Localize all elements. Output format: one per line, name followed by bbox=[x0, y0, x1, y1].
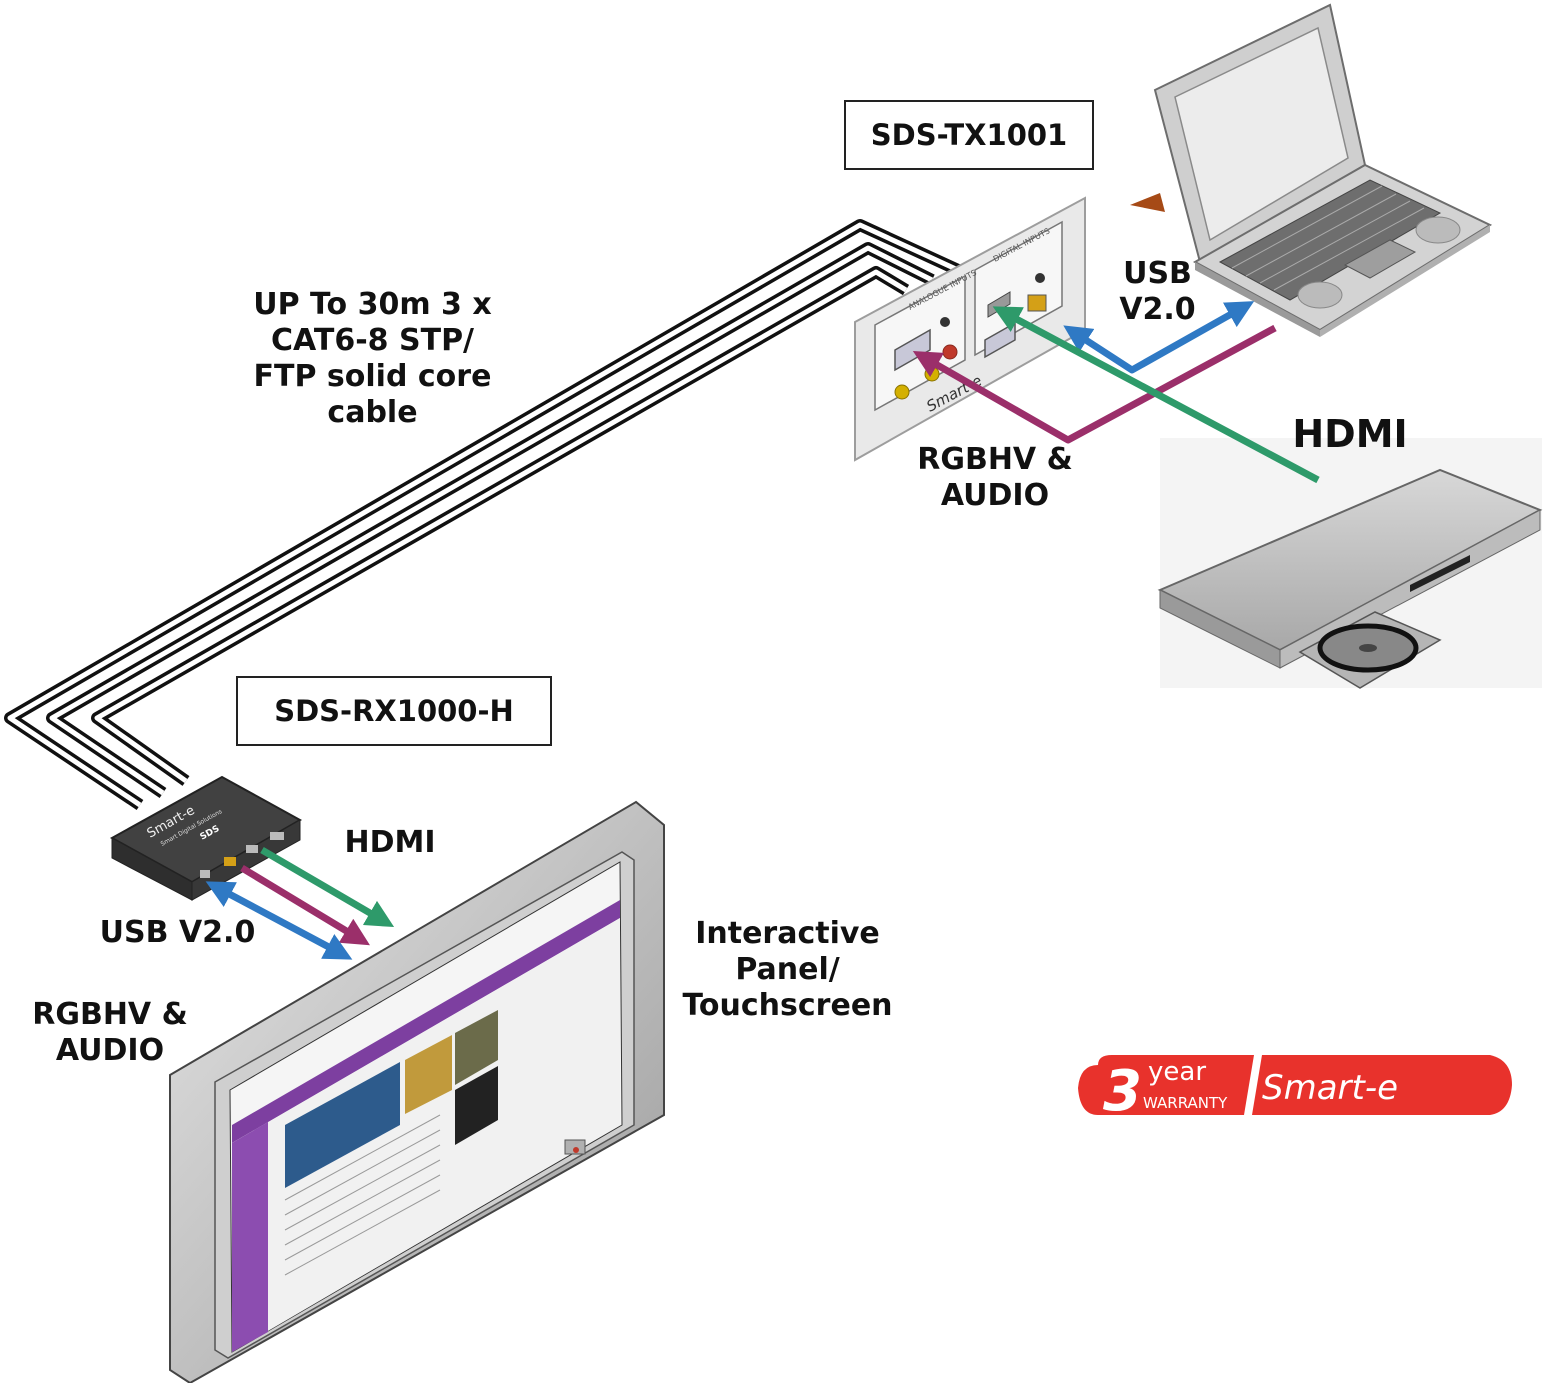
laptop-speaker-left-icon bbox=[1297, 281, 1343, 309]
warranty-brand: Smart-e bbox=[1262, 1068, 1398, 1108]
laptop bbox=[1130, 3, 1493, 337]
hdmi-bottom-label: HDMI bbox=[344, 825, 436, 860]
rj45-port-icon bbox=[1027, 294, 1047, 312]
arrows-top bbox=[912, 301, 1320, 484]
rca-red-icon bbox=[942, 344, 958, 360]
audio-jack-icon bbox=[940, 317, 950, 327]
arrows-bottom bbox=[205, 846, 395, 960]
warranty-text: WARRANTY bbox=[1143, 1094, 1228, 1112]
warranty-number: 3 bbox=[1103, 1059, 1142, 1124]
rca-yellow-right-icon bbox=[924, 366, 940, 382]
arrow-usb-top bbox=[1063, 301, 1255, 374]
receiver-box: Smart-e Smart Digital Solutions SDS bbox=[109, 775, 303, 901]
cable-2 bbox=[46, 242, 935, 798]
arrow-rgbhv-top bbox=[912, 324, 1277, 444]
dvd-display-icon bbox=[1410, 555, 1470, 592]
warranty-badge: 3 year WARRANTY Smart-e bbox=[1078, 1055, 1512, 1124]
cable-1 bbox=[4, 219, 961, 810]
panel-control-icon bbox=[564, 1139, 586, 1155]
cable-label: UP To 30m 3 x CAT6-8 STP/ FTP solid core… bbox=[253, 287, 492, 430]
usb-bottom-label: USB V2.0 bbox=[99, 915, 256, 950]
warranty-year: year bbox=[1148, 1057, 1206, 1087]
rgbhv-bottom-label: RGBHV & AUDIO bbox=[32, 997, 188, 1068]
laptop-speaker-right-icon bbox=[1415, 216, 1461, 244]
vga-port-icon bbox=[894, 328, 931, 372]
rca-yellow-left-icon bbox=[894, 384, 910, 400]
interactive-panel bbox=[169, 800, 665, 1385]
cable-3 bbox=[91, 266, 910, 786]
usb-top-label: USB V2.0 bbox=[1119, 256, 1196, 327]
rx-model-box: SDS-RX1000-H bbox=[236, 676, 552, 746]
tx-model-box: SDS-TX1001 bbox=[844, 100, 1094, 170]
hdmi-top-label: HDMI bbox=[1292, 412, 1408, 456]
laptop-indicator-icon bbox=[1130, 193, 1165, 212]
panel-label: Interactive Panel/ Touchscreen bbox=[682, 916, 893, 1023]
dvd-player bbox=[1157, 438, 1543, 689]
arrow-hdmi-top bbox=[992, 306, 1320, 484]
arrow-usb-bottom bbox=[205, 881, 353, 960]
receiver-ports bbox=[200, 832, 284, 878]
digital-audio-jack-icon bbox=[1035, 273, 1045, 283]
wallplate-transmitter: ANALOGUE INPUTS DIGITAL INPUTS Smart-e bbox=[854, 196, 1086, 462]
cat6-cables bbox=[4, 219, 961, 810]
rgbhv-top-label: RGBHV & AUDIO bbox=[917, 442, 1073, 513]
